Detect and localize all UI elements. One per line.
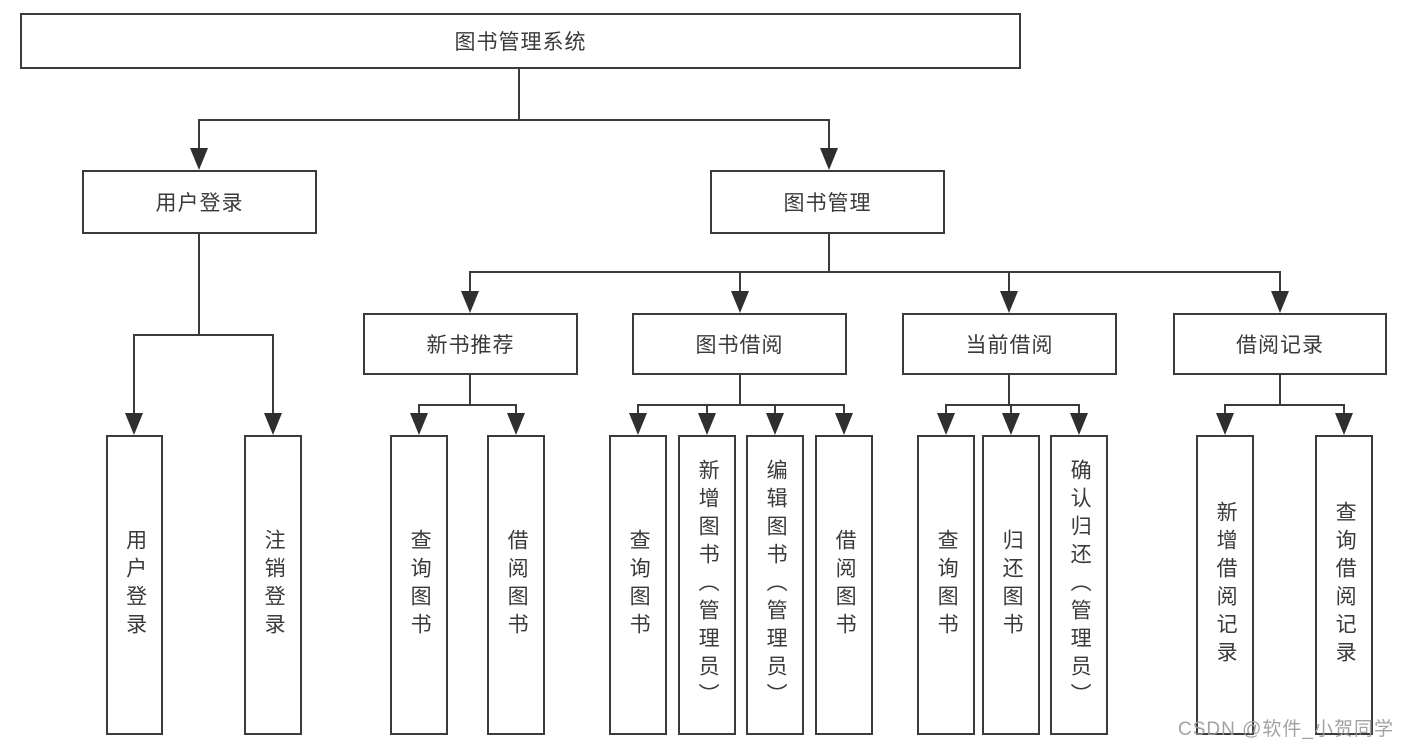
leaf-query-book-current-label: 查询图书 — [935, 529, 959, 641]
connector-vline — [469, 272, 471, 291]
leaf-borrow-book-label: 借阅图书 — [833, 529, 857, 641]
leaf-borrow-book-recommend: 借阅图书 — [487, 435, 545, 735]
leaf-borrow-book-recommend-label: 借阅图书 — [505, 529, 529, 641]
leaf-query-book-current: 查询图书 — [917, 435, 975, 735]
arrowhead-down-icon — [1002, 413, 1020, 435]
connector-vline — [469, 375, 471, 405]
leaf-confirm-return-admin-label: 确认归还（管理员） — [1068, 459, 1092, 711]
leaf-add-borrow-record: 新增借阅记录 — [1196, 435, 1254, 735]
leaf-query-borrow-record-label: 查询借阅记录 — [1333, 501, 1357, 669]
connector-vline — [739, 272, 741, 291]
leaf-borrow-book: 借阅图书 — [815, 435, 873, 735]
connector-vline — [198, 234, 200, 335]
connector-vline — [828, 120, 830, 148]
connector-vline — [1008, 272, 1010, 291]
connector-vline — [515, 405, 517, 413]
leaf-confirm-return-admin: 确认归还（管理员） — [1050, 435, 1108, 735]
arrowhead-down-icon — [190, 148, 208, 170]
arrowhead-down-icon — [698, 413, 716, 435]
connector-vline — [945, 405, 947, 413]
connector-hline — [133, 334, 274, 336]
arrowhead-down-icon — [731, 291, 749, 313]
arrowhead-down-icon — [1070, 413, 1088, 435]
leaf-query-book-recommend-label: 查询图书 — [408, 529, 432, 641]
leaf-edit-book-admin: 编辑图书（管理员） — [746, 435, 804, 735]
connector-vline — [1224, 405, 1226, 413]
node-book-management-label: 图书管理 — [783, 192, 872, 215]
arrowhead-down-icon — [1271, 291, 1289, 313]
node-book-management: 图书管理 — [710, 170, 945, 234]
arrowhead-down-icon — [264, 413, 282, 435]
arrowhead-down-icon — [766, 413, 784, 435]
leaf-add-book-admin-label: 新增图书（管理员） — [696, 459, 720, 711]
node-root-label: 图书管理系统 — [454, 31, 587, 54]
leaf-add-borrow-record-label: 新增借阅记录 — [1214, 501, 1238, 669]
leaf-return-book-label: 归还图书 — [1000, 529, 1024, 641]
connector-vline — [637, 405, 639, 413]
arrowhead-down-icon — [937, 413, 955, 435]
connector-hline — [1224, 404, 1345, 406]
connector-vline — [518, 69, 520, 120]
connector-vline — [272, 335, 274, 413]
arrowhead-down-icon — [125, 413, 143, 435]
leaf-query-book-recommend: 查询图书 — [390, 435, 448, 735]
leaf-return-book: 归还图书 — [982, 435, 1040, 735]
connector-vline — [843, 405, 845, 413]
leaf-user-login: 用户登录 — [106, 435, 163, 735]
connector-vline — [1010, 405, 1012, 413]
arrowhead-down-icon — [1216, 413, 1234, 435]
leaf-edit-book-admin-label: 编辑图书（管理员） — [764, 459, 788, 711]
leaf-query-book-borrow-label: 查询图书 — [627, 529, 651, 641]
arrowhead-down-icon — [1335, 413, 1353, 435]
connector-hline — [418, 404, 517, 406]
arrowhead-down-icon — [410, 413, 428, 435]
leaf-user-login-label: 用户登录 — [123, 529, 147, 641]
connector-vline — [198, 120, 200, 148]
node-borrow-record-label: 借阅记录 — [1236, 334, 1324, 357]
connector-vline — [1279, 272, 1281, 291]
connector-vline — [1279, 375, 1281, 405]
connector-vline — [1078, 405, 1080, 413]
connector-hline — [198, 119, 830, 121]
leaf-logout: 注销登录 — [244, 435, 302, 735]
connector-vline — [418, 405, 420, 413]
connector-vline — [774, 405, 776, 413]
connector-hline — [637, 404, 845, 406]
connector-vline — [1008, 375, 1010, 405]
node-new-book-recommend-label: 新书推荐 — [426, 334, 515, 357]
node-borrow-record: 借阅记录 — [1173, 313, 1387, 375]
leaf-logout-label: 注销登录 — [262, 529, 286, 641]
node-book-borrow-label: 图书借阅 — [695, 334, 784, 357]
connector-vline — [739, 375, 741, 405]
arrowhead-down-icon — [507, 413, 525, 435]
csdn-watermark: CSDN @软件_小贺同学 — [1178, 719, 1394, 740]
node-book-borrow: 图书借阅 — [632, 313, 847, 375]
arrowhead-down-icon — [820, 148, 838, 170]
leaf-query-book-borrow: 查询图书 — [609, 435, 667, 735]
connector-vline — [133, 335, 135, 413]
node-user-login-label: 用户登录 — [155, 192, 244, 215]
connector-vline — [828, 234, 830, 272]
node-root: 图书管理系统 — [20, 13, 1021, 69]
connector-hline — [945, 404, 1080, 406]
leaf-add-book-admin: 新增图书（管理员） — [678, 435, 736, 735]
arrowhead-down-icon — [461, 291, 479, 313]
leaf-query-borrow-record: 查询借阅记录 — [1315, 435, 1373, 735]
connector-hline — [469, 271, 1281, 273]
arrowhead-down-icon — [629, 413, 647, 435]
node-current-borrow: 当前借阅 — [902, 313, 1117, 375]
connector-vline — [706, 405, 708, 413]
node-current-borrow-label: 当前借阅 — [965, 334, 1054, 357]
arrowhead-down-icon — [835, 413, 853, 435]
node-new-book-recommend: 新书推荐 — [363, 313, 578, 375]
node-user-login: 用户登录 — [82, 170, 317, 234]
connector-vline — [1343, 405, 1345, 413]
arrowhead-down-icon — [1000, 291, 1018, 313]
